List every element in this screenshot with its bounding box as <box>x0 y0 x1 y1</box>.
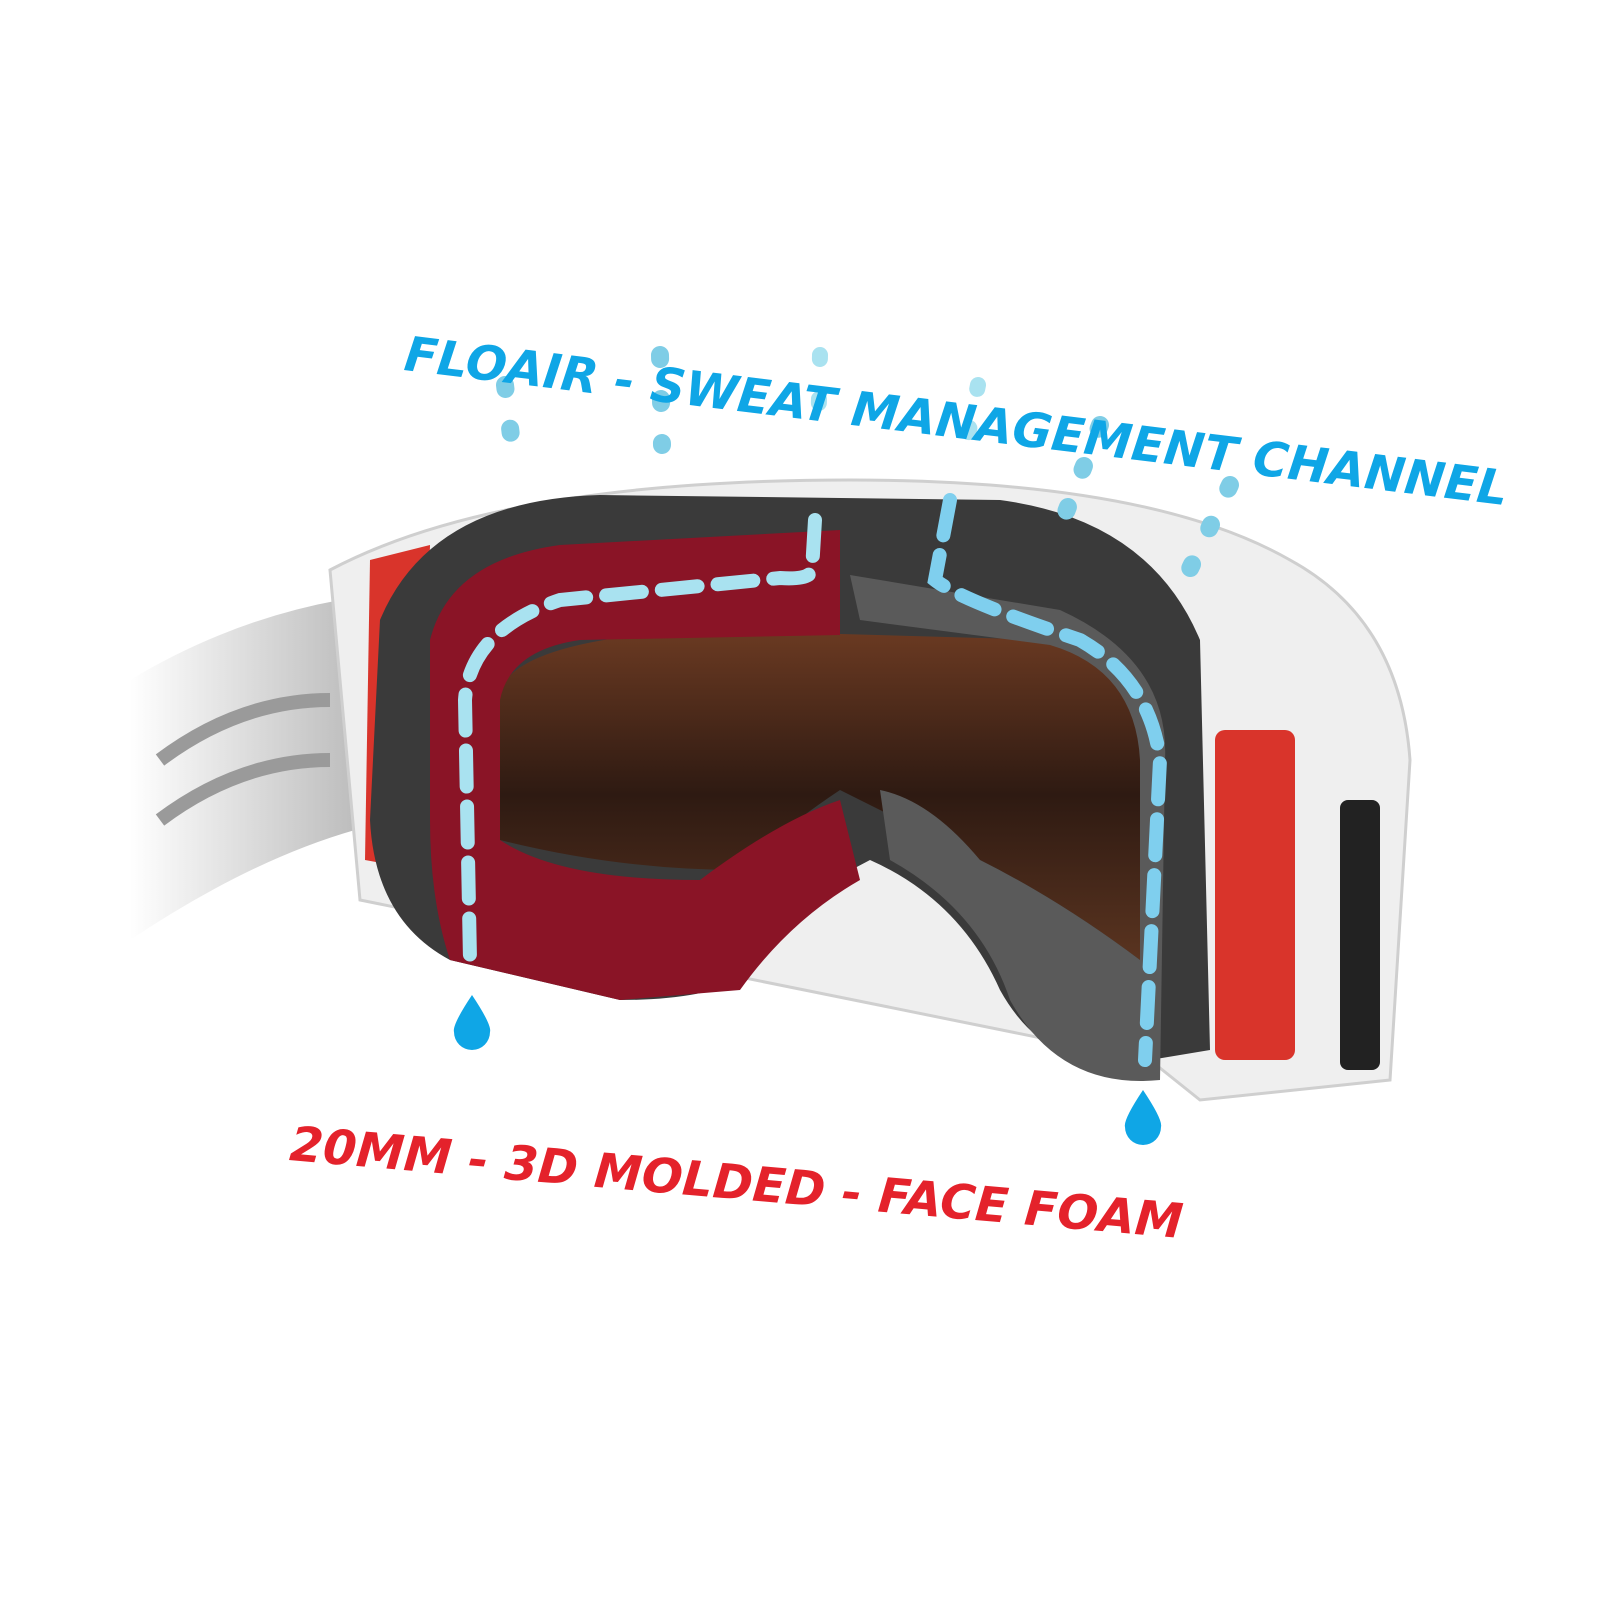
falling-drops <box>496 346 1239 609</box>
strap-pattern <box>155 693 331 826</box>
face-foam-grey <box>850 575 1166 1081</box>
face-foam-red <box>430 530 860 1000</box>
sweat-drop-icon <box>453 995 491 1050</box>
frame-vent <box>1340 800 1380 1070</box>
sweat-drop-icon <box>1124 1090 1162 1145</box>
lens <box>500 630 1145 960</box>
side-vent-red <box>1215 730 1295 1060</box>
sweat-channel-right <box>927 493 1168 1067</box>
sweat-channel-left <box>457 513 822 967</box>
